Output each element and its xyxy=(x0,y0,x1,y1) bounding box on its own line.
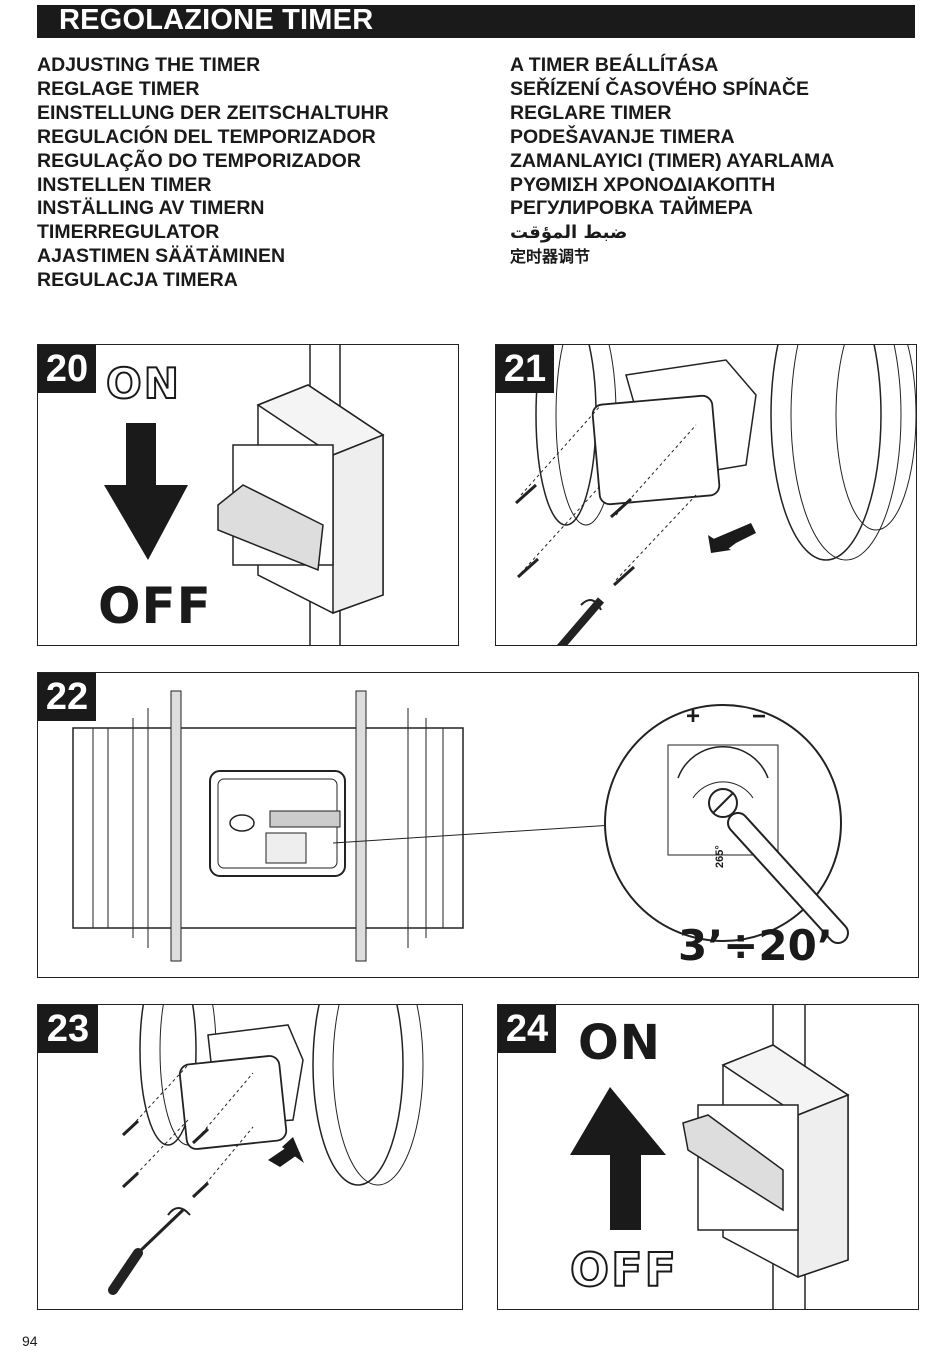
heading-nl: INSTELLEN TIMER xyxy=(37,173,212,196)
heading-cs: SEŘÍZENÍ ČASOVÉHO SPÍNAČE xyxy=(510,77,810,100)
heading-fi: AJASTIMEN SÄÄTÄMINEN xyxy=(37,245,286,268)
page-title: REGOLAZIONE TIMER xyxy=(59,4,374,36)
heading-en: ADJUSTING THE TIMER xyxy=(37,54,261,76)
on-label: ON xyxy=(578,1015,661,1071)
heading-ar: ضبط المؤقت xyxy=(510,222,628,244)
heading-el: ΡΥΘΜΙΣΗ ΧΡΟΝΟΔΙΑΚΟΠΤΗ xyxy=(510,173,776,196)
step-number: 24 xyxy=(498,1005,556,1053)
step-22-panel: 22 + − 265° 3’÷20’ xyxy=(37,672,919,978)
plus-sign: + xyxy=(686,703,701,730)
heading-ro: REGLARE TIMER xyxy=(510,101,672,124)
off-label: OFF xyxy=(98,577,212,635)
language-list-right: A TIMER BEÁLLÍTÁSA SEŘÍZENÍ ČASOVÉHO SPÍ… xyxy=(510,54,834,269)
header-bar: REGOLAZIONE TIMER xyxy=(37,4,915,38)
switch-on-illustration xyxy=(570,1005,850,1309)
heading-de: EINSTELLUNG DER ZEITSCHALTUHR xyxy=(37,101,389,124)
switch-off-illustration xyxy=(104,345,385,645)
step-21-panel: 21 xyxy=(495,344,917,646)
step-23-panel: 23 xyxy=(37,1004,463,1310)
heading-pt: REGULAÇÃO DO TEMPORIZADOR xyxy=(37,149,361,172)
step-20-panel: 20 ON OFF xyxy=(37,344,459,646)
heading-ru: РЕГУЛИРОВКА ТАЙМЕРА xyxy=(510,197,753,220)
heading-da: TIMERREGULATOR xyxy=(37,221,220,244)
heading-hr: PODEŠAVANJE TIMERA xyxy=(510,125,735,148)
heading-sv: INSTÄLLING AV TIMERN xyxy=(37,197,265,220)
step-24-panel: 24 ON OFF xyxy=(497,1004,919,1310)
heading-pl: REGULACJA TIMERA xyxy=(37,269,238,292)
heading-es: REGULACIÓN DEL TEMPORIZADOR xyxy=(37,125,376,148)
timer-adjust-illustration xyxy=(72,690,849,962)
heading-fr: REGLAGE TIMER xyxy=(37,77,200,100)
step-number: 21 xyxy=(496,345,554,393)
language-list-left: ADJUSTING THE TIMER REGLAGE TIMER EINSTE… xyxy=(37,54,389,293)
heading-tr: ZAMANLAYICI (TIMER) AYARLAMA xyxy=(510,149,835,172)
step-number: 23 xyxy=(38,1005,98,1053)
page-number: 94 xyxy=(22,1333,38,1349)
cover-refit-illustration xyxy=(108,1005,424,1295)
minus-sign: − xyxy=(752,703,767,730)
step-number: 22 xyxy=(38,673,96,721)
angle-label: 265° xyxy=(714,845,726,868)
heading-zh: 定时器调节 xyxy=(510,247,591,267)
time-range-label: 3’÷20’ xyxy=(678,921,833,970)
cover-removal-illustration xyxy=(514,345,916,645)
step-number: 20 xyxy=(38,345,96,393)
on-label: ON xyxy=(105,358,181,409)
heading-hu: A TIMER BEÁLLÍTÁSA xyxy=(510,54,719,76)
off-label: OFF xyxy=(569,1242,678,1298)
